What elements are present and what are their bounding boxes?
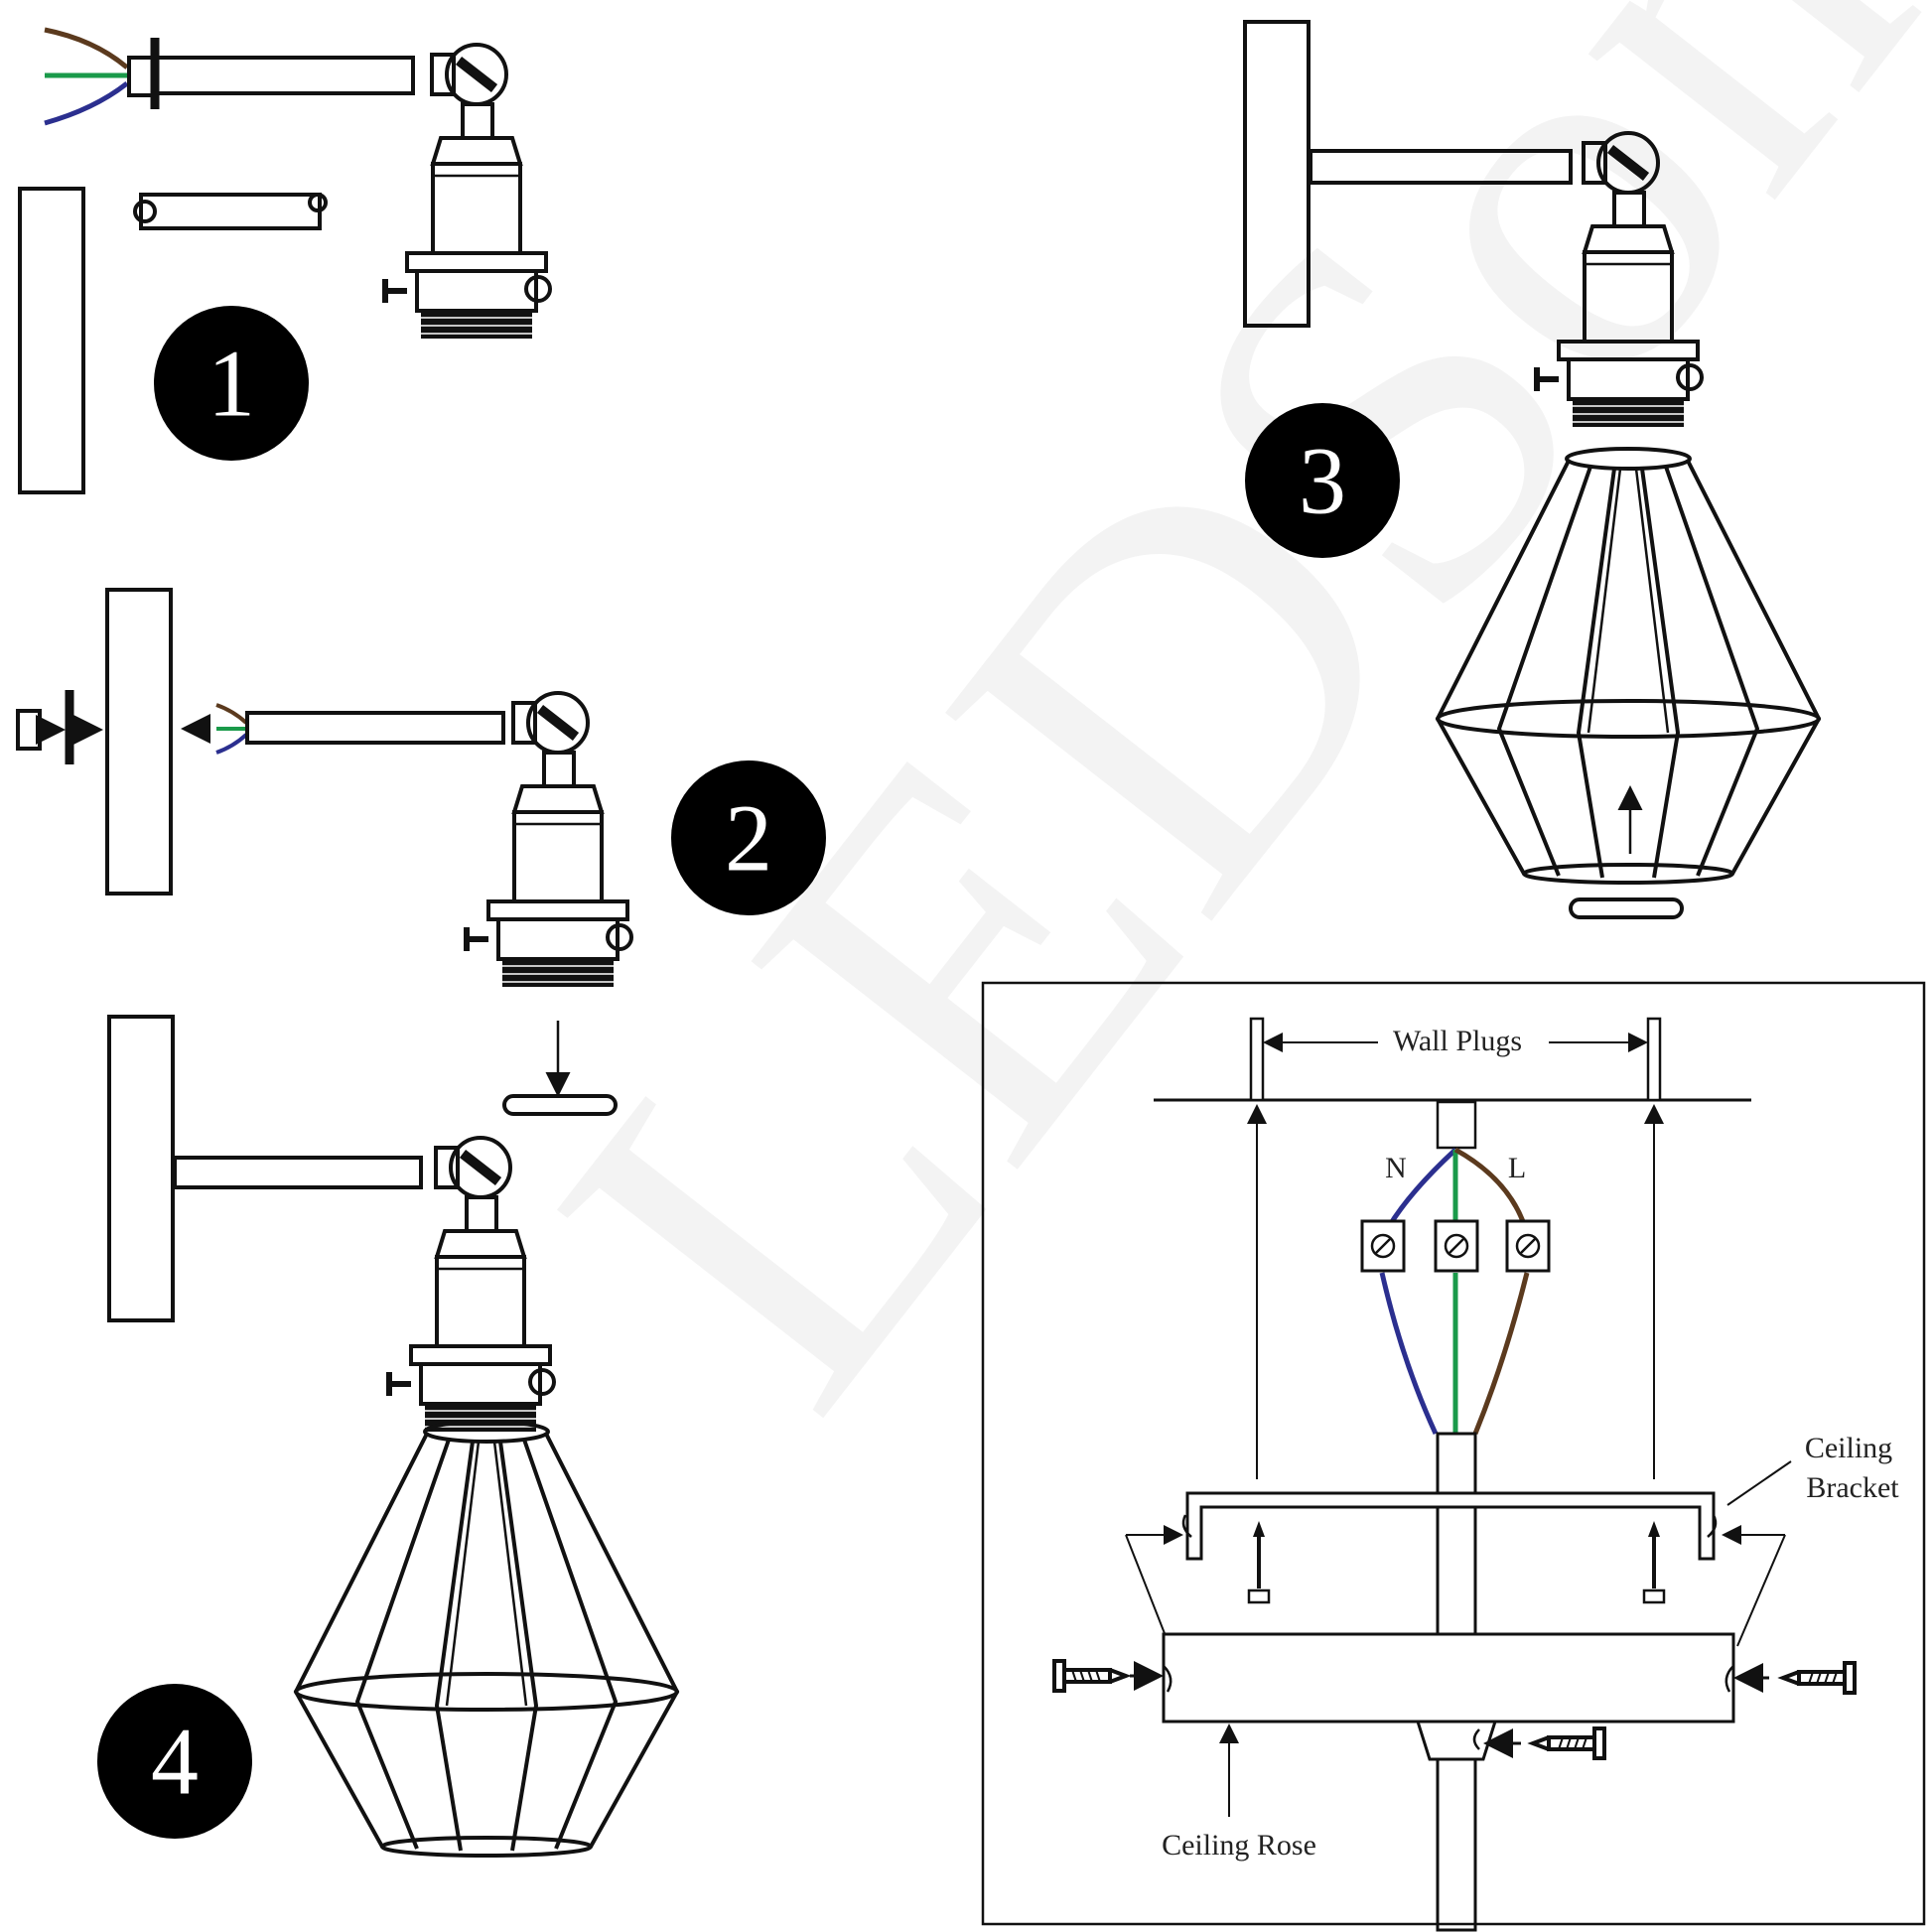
wire-grommet xyxy=(127,56,155,97)
arm-tube xyxy=(245,711,505,745)
rose-notch xyxy=(1163,1665,1173,1693)
bracket-notch xyxy=(1707,1514,1718,1538)
step-2-number: 2 xyxy=(725,785,772,892)
rose-cord-grip xyxy=(1415,1720,1498,1761)
live-wire-lower xyxy=(1472,1272,1530,1435)
step-1-badge xyxy=(154,306,309,461)
ceiling-rose xyxy=(1162,1632,1735,1724)
terminal-block-neutral xyxy=(1360,1219,1406,1273)
nail-icon xyxy=(1247,1521,1271,1604)
blue-wire xyxy=(215,733,248,755)
watermark-text: LEDSone xyxy=(453,0,1932,1499)
step-3-number: 3 xyxy=(1299,428,1346,534)
step-4-number: 4 xyxy=(151,1709,199,1815)
wall-backplate xyxy=(105,588,173,896)
bracket-label-pointer xyxy=(1726,1460,1792,1506)
ceiling-cable-entry xyxy=(1436,1100,1477,1150)
shade-ring xyxy=(502,1094,618,1116)
step-4-badge xyxy=(97,1684,252,1839)
live-wire-upper xyxy=(1453,1147,1528,1228)
arm-connector xyxy=(139,193,322,230)
connector-screw-icon xyxy=(133,200,157,223)
step-1-number: 1 xyxy=(207,331,255,437)
wall-plug-left xyxy=(1249,1017,1265,1102)
arm-tube xyxy=(1309,149,1573,185)
step-1-panel: 1 xyxy=(18,27,550,494)
diagram-frame xyxy=(981,981,1926,1926)
wiring-diagram-panel: Wall Plugs N L xyxy=(981,981,1926,1932)
wall-plug-right xyxy=(1646,1017,1662,1102)
rose-screw-right-icon xyxy=(1781,1661,1857,1695)
ceiling-bracket-label-line1: Ceiling xyxy=(1805,1432,1892,1464)
cord-grip-notch xyxy=(1472,1728,1480,1750)
live-label: L xyxy=(1508,1152,1526,1184)
step-3-badge xyxy=(1245,403,1400,558)
blue-wire xyxy=(44,81,129,126)
lamp-holder xyxy=(467,693,631,987)
wall-backplate xyxy=(18,187,85,494)
step-3-panel: 3 xyxy=(1243,20,1821,919)
rose-notch xyxy=(1725,1665,1734,1693)
wall-plugs-label: Wall Plugs xyxy=(1393,1025,1522,1057)
wall-backplate xyxy=(107,1015,175,1322)
step-2-badge xyxy=(671,760,826,915)
brown-wire xyxy=(215,703,248,725)
step-2-panel: 2 xyxy=(16,588,826,1116)
ceiling-rose-label: Ceiling Rose xyxy=(1162,1829,1316,1862)
cage-shade xyxy=(294,1420,679,1858)
grip-screw-icon xyxy=(1531,1726,1606,1760)
arm-tube xyxy=(173,1156,423,1189)
watermark: LEDSone xyxy=(453,0,1932,1499)
terminal-block-live xyxy=(1505,1219,1551,1273)
ceiling-bracket-label-line2: Bracket xyxy=(1806,1471,1899,1504)
grommet-part xyxy=(16,709,42,751)
shade-ring xyxy=(1569,897,1684,919)
arm-tube xyxy=(155,56,415,95)
ceiling-bracket xyxy=(1185,1491,1716,1561)
lamp-holder xyxy=(385,45,550,339)
rose-screw-left-icon xyxy=(1052,1659,1128,1693)
nail-icon xyxy=(1642,1521,1666,1604)
neutral-label: N xyxy=(1385,1152,1407,1184)
bracket-guide-line xyxy=(1736,1534,1786,1647)
neutral-wire-lower xyxy=(1379,1272,1439,1436)
step-4-panel: 4 xyxy=(97,1015,679,1858)
bracket-notch xyxy=(1181,1514,1192,1538)
bracket-guide-line xyxy=(1125,1534,1171,1647)
terminal-block-earth xyxy=(1434,1219,1479,1273)
connector-screw-icon xyxy=(308,193,328,212)
brown-wire xyxy=(44,27,129,69)
